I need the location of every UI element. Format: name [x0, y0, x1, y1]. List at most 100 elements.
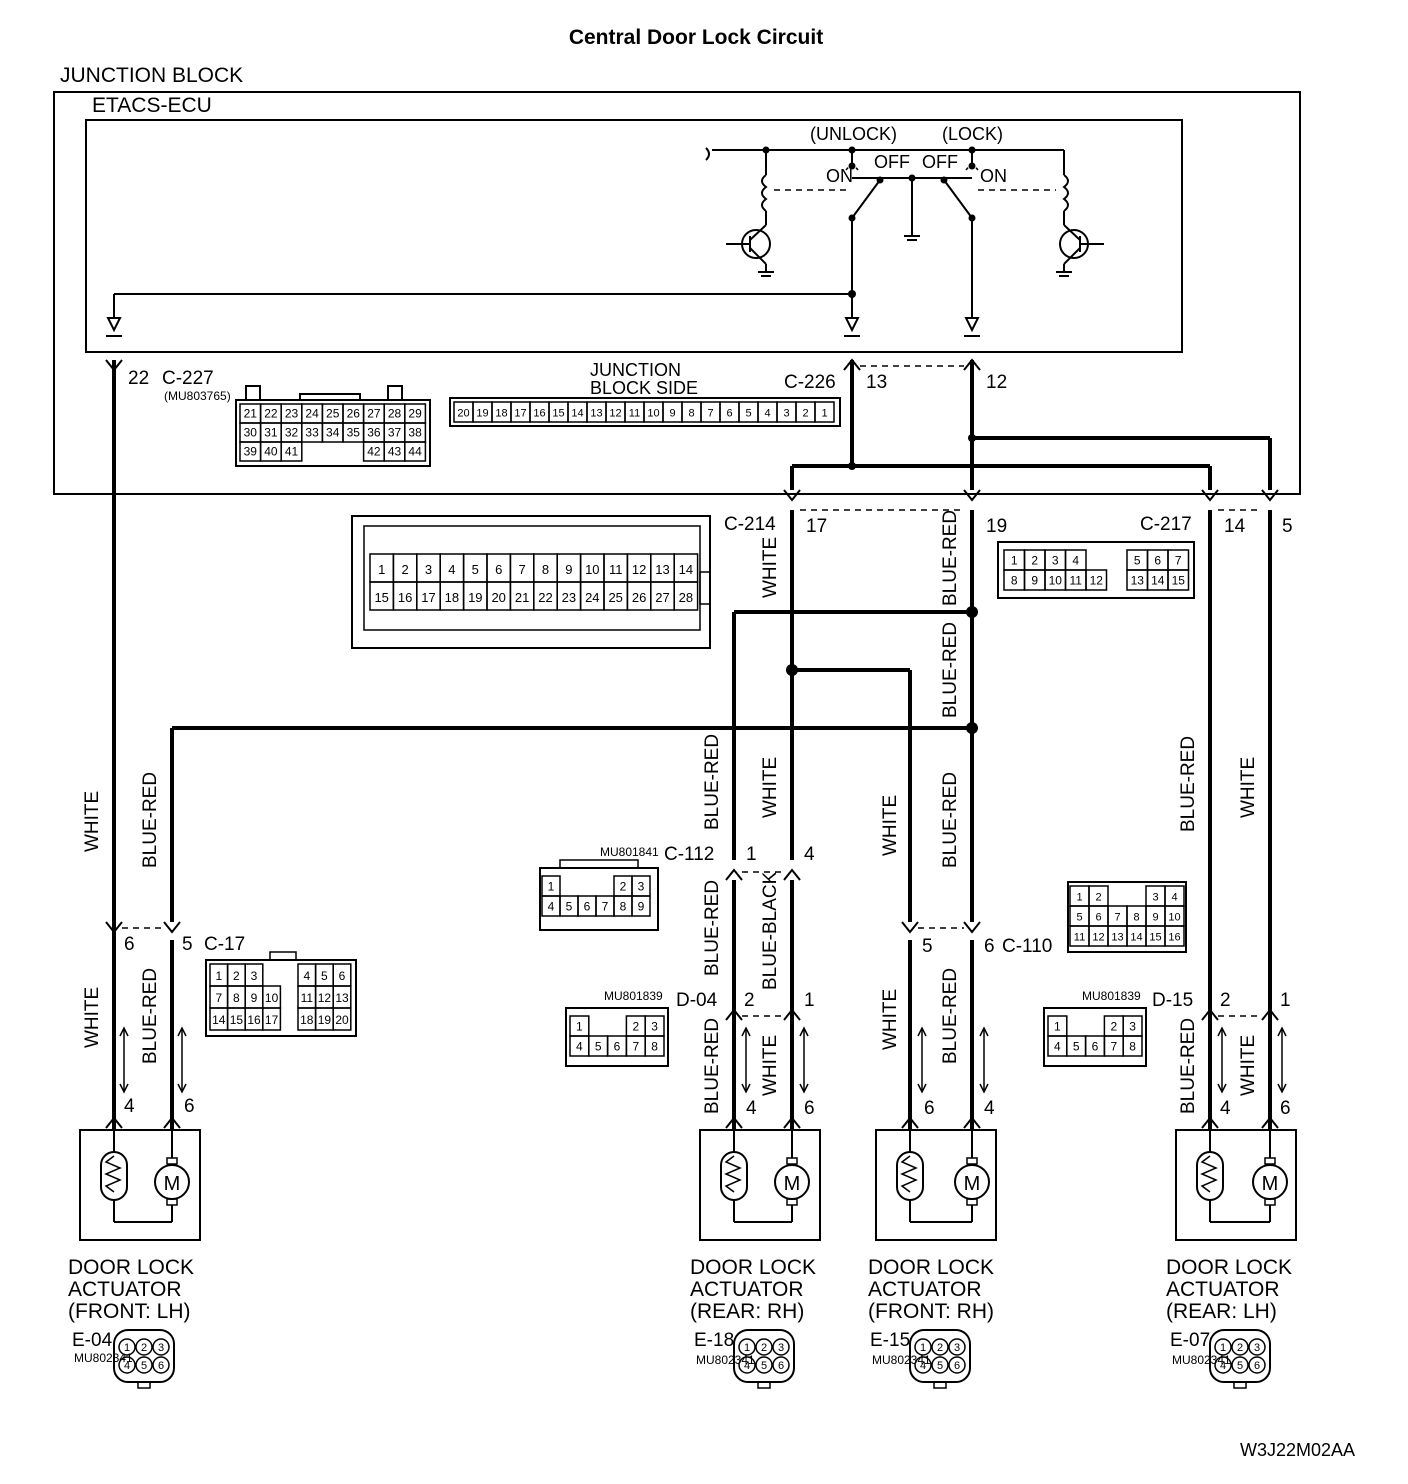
pin-cell-label: 6 [158, 1360, 164, 1372]
pin-cell-label: 4 [764, 407, 770, 419]
door-lock-actuator: M [875, 1129, 997, 1241]
pin-cell-label: 27 [655, 590, 669, 605]
wire-label-blue-red: BLUE-RED [702, 880, 723, 976]
pin-cell-label: 17 [421, 590, 435, 605]
pin-cell-label: 5 [321, 969, 328, 983]
pin-cell-label: 8 [620, 899, 627, 913]
e07-part: MU802341 [1172, 1353, 1231, 1367]
pin-cell-label: 14 [571, 407, 583, 419]
pin-d15-1: 1 [1280, 990, 1291, 1011]
pin-cell-label: 3 [1129, 1019, 1136, 1033]
pin-e18-4: 4 [746, 1098, 757, 1119]
pin-cell [1085, 569, 1108, 591]
relay-contacts [762, 146, 976, 298]
c112-part: MU801841 [600, 845, 659, 859]
pin-cell-label: 15 [552, 407, 564, 419]
off-label-left: OFF [874, 152, 910, 172]
pin-cell-label: 7 [518, 562, 525, 577]
pin-cell-label: 3 [158, 1342, 164, 1354]
e04-label: E-04 [72, 1330, 113, 1351]
wire-label-white: WHITE [1238, 757, 1259, 818]
pin-cell-label: 16 [398, 590, 412, 605]
actuator-rear-rh-l2: ACTUATOR [690, 1278, 804, 1301]
wire-label-blue-red: BLUE-RED [940, 510, 961, 606]
pin-cell-label: 25 [326, 407, 340, 421]
pin-cell-label: 39 [244, 445, 258, 459]
pin-cell-label: 11 [629, 407, 640, 419]
pin-cell-label: 3 [1152, 891, 1158, 903]
pin-cell-label: 23 [562, 590, 576, 605]
actuator-front-rh-l3: (FRONT: RH) [868, 1300, 994, 1323]
motor-symbol: M [964, 1173, 981, 1195]
wire-label-blue-red: BLUE-RED [140, 772, 161, 868]
motor-symbol: M [784, 1173, 801, 1195]
pin-cell-label: 28 [679, 590, 693, 605]
pin-cell-label: 24 [305, 407, 319, 421]
wire-labels: WHITE BLUE-RED WHITE BLUE-RED WHITE BLUE… [82, 510, 1259, 1114]
pin-cell-label: 1 [821, 407, 827, 419]
ecu-outputs [106, 218, 980, 337]
pin-cell-label: 9 [565, 562, 572, 577]
pin-cell-label: 21 [515, 590, 529, 605]
pin-cell-label: 7 [1114, 911, 1120, 923]
pin-cell-label: 16 [1168, 931, 1180, 943]
pin-c17-6: 6 [124, 934, 135, 955]
pin-cell-label: 3 [425, 562, 432, 577]
pin-numbers: 22 13 12 17 19 14 5 1 4 6 5 5 6 2 1 2 1 … [124, 368, 1293, 1119]
wire-label-white: WHITE [82, 791, 103, 852]
junction-block-label: JUNCTION BLOCK [60, 64, 243, 87]
c227-label: C-227 [162, 368, 214, 389]
actuator-front-rh-l1: DOOR LOCK [868, 1256, 994, 1279]
pin-cell-label: 2 [1031, 553, 1038, 567]
diagram-code: W3J22M02AA [1240, 1440, 1355, 1460]
pin-cell-label: 18 [300, 1013, 314, 1027]
pin-19: 19 [986, 516, 1007, 537]
pin-cell-label: 5 [1076, 911, 1082, 923]
wire-label-white: WHITE [760, 757, 781, 818]
wire-label-blue-red: BLUE-RED [1178, 1018, 1199, 1114]
pin-cell-label: 9 [1152, 911, 1158, 923]
pin-cell-label: 18 [495, 407, 507, 419]
pin-cell-label: 15 [374, 590, 388, 605]
pin-cell-label: 3 [954, 1342, 960, 1354]
wire-label-blue-red: BLUE-RED [1178, 736, 1199, 832]
pin-cell-label: 28 [388, 407, 402, 421]
pin-cell-label: 11 [1070, 573, 1083, 587]
junction-dots [786, 434, 978, 734]
actuator-front-lh-l1: DOOR LOCK [68, 1256, 194, 1279]
pin-cell-label: 18 [445, 590, 459, 605]
e07-label: E-07 [1170, 1330, 1210, 1351]
pin-cell-label: 2 [233, 969, 240, 983]
actuator-front-lh-l3: (FRONT: LH) [68, 1300, 191, 1323]
pin-cell-label: 1 [1220, 1342, 1226, 1354]
etacs-ecu-label: ETACS-ECU [92, 94, 212, 117]
pin-c110-6: 6 [984, 936, 995, 957]
pin-cell-label: 15 [230, 1013, 244, 1027]
pin-cell-label: 29 [408, 407, 422, 421]
diagram-title: Central Door Lock Circuit [569, 26, 823, 49]
off-label-right: OFF [922, 152, 958, 172]
pin-cell-label: 8 [651, 1039, 658, 1053]
pin-cell [631, 895, 651, 917]
coil-icon [896, 1151, 924, 1201]
coil-icon [720, 1151, 748, 1201]
pin-cell-label: 14 [212, 1013, 226, 1027]
pin-cell-label: 2 [761, 1342, 767, 1354]
junction-block-side-2: BLOCK SIDE [590, 378, 698, 398]
pin-cell-label: 9 [251, 991, 258, 1005]
pin-cell-label: 22 [538, 590, 552, 605]
wire-label-white: WHITE [880, 989, 901, 1050]
motor-symbol: M [1262, 1173, 1279, 1195]
pin-cell-label: 9 [1031, 573, 1038, 587]
pin-cell-label: 1 [1011, 553, 1018, 567]
pin-cell-label: 1 [124, 1342, 130, 1354]
pin-cell-label: 3 [251, 969, 258, 983]
lock-label: (LOCK) [942, 124, 1003, 144]
